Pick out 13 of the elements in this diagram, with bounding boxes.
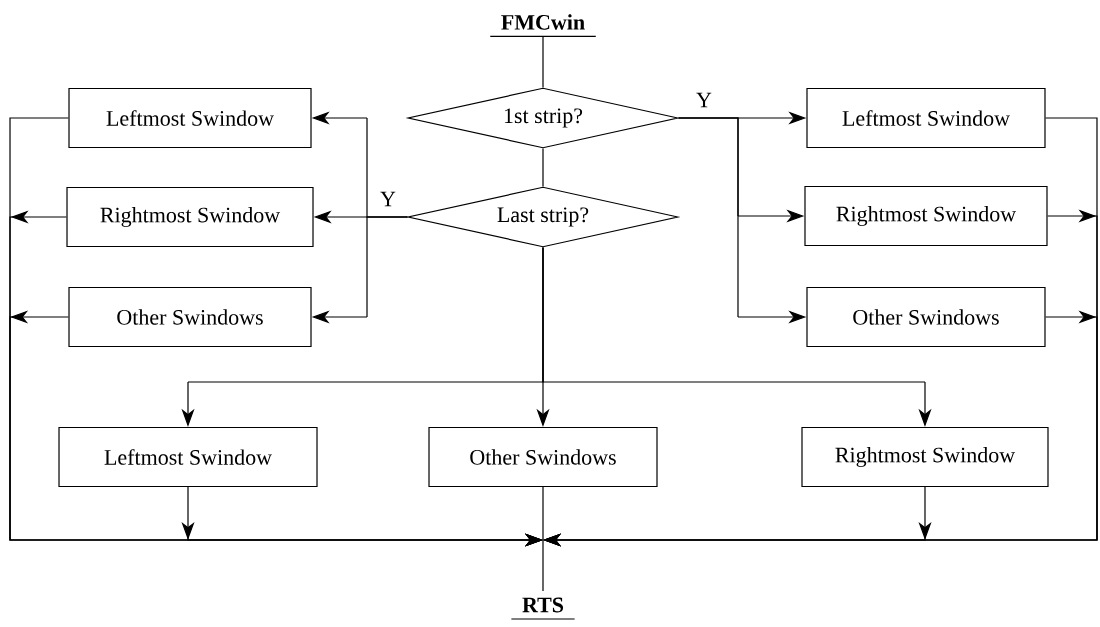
edge-label: Y xyxy=(380,191,396,207)
process-box: Leftmost Swindow xyxy=(806,87,1046,149)
process-box: Other Swindows xyxy=(806,286,1046,348)
process-box: Rightmost Swindow xyxy=(66,186,314,248)
process-box: Rightmost Swindow xyxy=(804,185,1048,247)
process-box: Leftmost Swindow xyxy=(68,87,312,149)
terminal-label: FMCwin xyxy=(489,14,597,37)
process-box: Rightmost Swindow xyxy=(801,426,1049,488)
process-box: Other Swindows xyxy=(428,426,658,488)
process-box: Leftmost Swindow xyxy=(58,426,318,488)
edge-label: Y xyxy=(696,92,712,108)
process-box: Other Swindows xyxy=(68,286,312,348)
terminal-label: RTS xyxy=(510,597,576,620)
